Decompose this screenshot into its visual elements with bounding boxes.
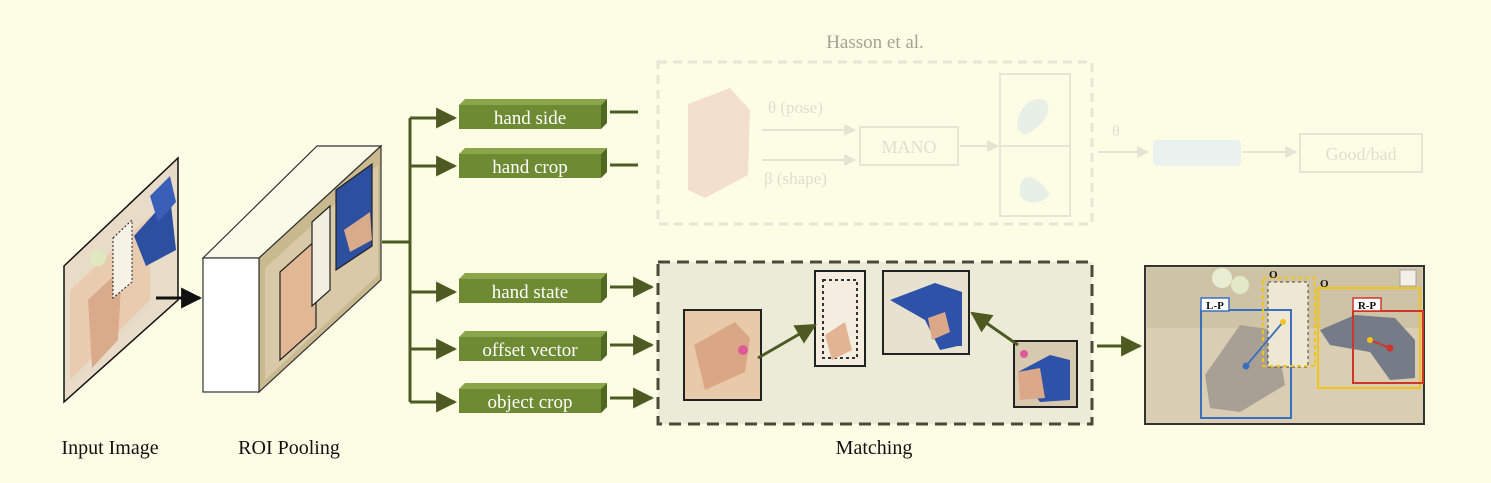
head-label-offset-vector: offset vector [482,340,578,361]
matching-label: Matching [836,437,913,459]
left-hand-tag: L-P [1206,300,1224,312]
object-box-2 [1317,287,1421,389]
good-bad-label: Good/bad [1326,144,1397,164]
roi-pooling-block [201,144,383,394]
theta-pose-label: θ (pose) [768,98,823,117]
hasson-title: Hasson et al. [826,32,924,53]
head-output-arrows [610,110,655,409]
mano-box [859,126,959,166]
hasson-faded-region: Hasson et al. θ (pose) β (shape) MANO θ … [656,32,1423,226]
head-object-crop: object crop [459,383,607,413]
right-offset-vector [1369,339,1391,349]
hasson-dashed-box [656,60,1094,226]
left-hand-box [1200,309,1292,419]
right-hand-tag: R-P [1358,300,1377,312]
faded-mesh-top [1017,99,1049,135]
result-image: L-P O O R-P [1144,265,1425,425]
branch-arrows [382,107,458,413]
right-hand-box [1352,310,1424,384]
head-hand-side: hand side [459,99,607,129]
head-offset-vector: offset vector [459,331,607,361]
faded-hand-image [688,88,750,198]
mano-render-bottom [999,145,1071,217]
mano-label: MANO [881,137,936,157]
theta-short-label: θ [1112,123,1120,140]
head-hand-crop: hand crop [459,148,607,178]
roi-pooling-label: ROI Pooling [238,437,340,459]
matching-box [656,260,1094,426]
head-label-object-crop: object crop [488,392,573,413]
corner-logo [1399,269,1417,287]
head-label-hand-state: hand state [492,282,569,303]
input-image-label: Input Image [61,437,158,459]
object-tag-1: O [1269,269,1278,281]
good-bad-box [1299,133,1423,173]
head-label-hand-crop: hand crop [492,157,567,178]
head-hand-state: hand state [459,273,607,303]
left-offset-vector [1245,321,1284,367]
faded-classifier-box [1153,140,1241,166]
head-label-hand-side: hand side [494,108,566,129]
faded-mesh-bottom [1020,177,1050,203]
input-image [63,156,179,404]
object-tag-2: O [1320,278,1329,290]
beta-shape-label: β (shape) [764,169,827,188]
